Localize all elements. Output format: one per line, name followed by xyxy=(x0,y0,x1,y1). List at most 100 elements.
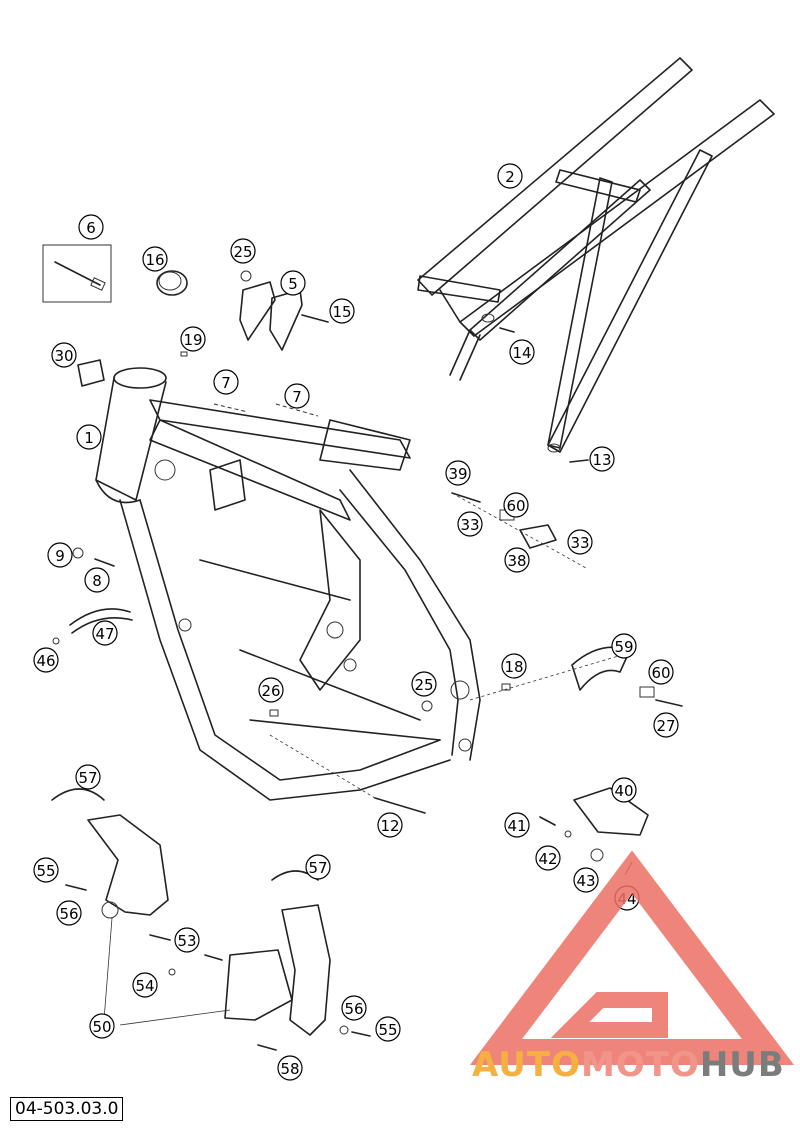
callout-label: 13 xyxy=(592,451,611,469)
callout-circle xyxy=(445,460,471,486)
callout-25a: 25 xyxy=(230,238,256,264)
callout-label: 33 xyxy=(460,516,479,534)
callout-1: 1 xyxy=(76,424,102,450)
callout-circle xyxy=(497,163,523,189)
callout-57b: 57 xyxy=(305,854,331,880)
callout-39: 39 xyxy=(445,460,471,486)
callout-30: 30 xyxy=(51,342,77,368)
callout-14: 14 xyxy=(509,339,535,365)
callout-label: 8 xyxy=(92,572,102,590)
callout-label: 15 xyxy=(332,303,351,321)
callout-circle xyxy=(230,238,256,264)
callout-circle xyxy=(567,529,593,555)
callout-label: 57 xyxy=(78,769,97,787)
callout-50: 50 xyxy=(89,1013,115,1039)
callout-label: 7 xyxy=(221,374,231,392)
callout-47: 47 xyxy=(92,620,118,646)
callout-7a: 7 xyxy=(213,369,239,395)
callout-label: 14 xyxy=(512,344,531,362)
callout-label: 12 xyxy=(380,817,399,835)
callout-2: 2 xyxy=(497,163,523,189)
callout-7b: 7 xyxy=(284,383,310,409)
callout-circle xyxy=(56,900,82,926)
callout-circle xyxy=(305,854,331,880)
callout-55b: 55 xyxy=(375,1016,401,1042)
callout-label: 7 xyxy=(292,388,302,406)
callout-label: 42 xyxy=(538,850,557,868)
callout-circle xyxy=(92,620,118,646)
callout-9: 9 xyxy=(47,542,73,568)
callout-60a: 60 xyxy=(503,492,529,518)
callout-8: 8 xyxy=(84,567,110,593)
callout-46: 46 xyxy=(33,647,59,673)
callout-40: 40 xyxy=(611,777,637,803)
callout-circle xyxy=(76,424,102,450)
callout-label: 50 xyxy=(92,1018,111,1036)
callout-circle xyxy=(375,1016,401,1042)
main-frame-drawing xyxy=(95,367,481,801)
callout-13: 13 xyxy=(589,446,615,472)
logo-triangle-outer xyxy=(469,850,795,1065)
callout-label: 26 xyxy=(261,682,280,700)
callout-circle xyxy=(509,339,535,365)
callout-19: 19 xyxy=(180,326,206,352)
callout-circle xyxy=(535,845,561,871)
callout-circle xyxy=(47,542,73,568)
callout-label: 60 xyxy=(506,497,525,515)
callout-circle xyxy=(504,812,530,838)
callout-label: 41 xyxy=(507,817,526,835)
callout-6: 6 xyxy=(78,214,104,240)
callout-15: 15 xyxy=(329,298,355,324)
document-code: 04-503.03.0 xyxy=(10,1097,124,1121)
callout-circle xyxy=(180,326,206,352)
callout-circle xyxy=(503,492,529,518)
callout-label: 58 xyxy=(280,1060,299,1078)
callout-label: 56 xyxy=(344,1000,363,1018)
callout-label: 53 xyxy=(177,932,196,950)
callout-label: 40 xyxy=(614,782,633,800)
callout-circle xyxy=(33,647,59,673)
callout-43: 43 xyxy=(573,867,599,893)
callout-circle xyxy=(75,764,101,790)
callout-label: 55 xyxy=(378,1021,397,1039)
callout-circle xyxy=(142,246,168,272)
callout-33b: 33 xyxy=(567,529,593,555)
callout-33a: 33 xyxy=(457,511,483,537)
callout-56a: 56 xyxy=(56,900,82,926)
callout-circle xyxy=(501,653,527,679)
callout-circle xyxy=(457,511,483,537)
callout-circle xyxy=(611,777,637,803)
watermark-moto: MOTO xyxy=(581,1045,700,1085)
callout-57a: 57 xyxy=(75,764,101,790)
callout-41: 41 xyxy=(504,812,530,838)
subframe-drawing xyxy=(417,57,775,453)
callout-circle xyxy=(174,927,200,953)
callout-label: 1 xyxy=(84,429,94,447)
callout-circle xyxy=(648,659,674,685)
callout-circle xyxy=(258,677,284,703)
callout-label: 55 xyxy=(36,862,55,880)
watermark-word: AUTOMOTOHUB xyxy=(472,1045,785,1085)
callout-circle xyxy=(78,214,104,240)
callout-circle xyxy=(589,446,615,472)
callout-label: 9 xyxy=(55,547,65,565)
callout-circle xyxy=(89,1013,115,1039)
callout-label: 27 xyxy=(656,717,675,735)
callout-circle xyxy=(84,567,110,593)
callout-38: 38 xyxy=(504,547,530,573)
callout-circle xyxy=(280,270,306,296)
automotohub-logo: AUTOMOTOHUB xyxy=(469,850,795,1085)
callout-label: 30 xyxy=(54,347,73,365)
callout-label: 16 xyxy=(145,251,164,269)
callout-label: 57 xyxy=(308,859,327,877)
callout-circle xyxy=(377,812,403,838)
callout-56b: 56 xyxy=(341,995,367,1021)
callout-label: 43 xyxy=(576,872,595,890)
callout-25b: 25 xyxy=(411,671,437,697)
callout-label: 33 xyxy=(570,534,589,552)
callout-label: 6 xyxy=(86,219,96,237)
callout-label: 59 xyxy=(614,638,633,656)
callout-circle xyxy=(341,995,367,1021)
callout-label: 56 xyxy=(59,905,78,923)
